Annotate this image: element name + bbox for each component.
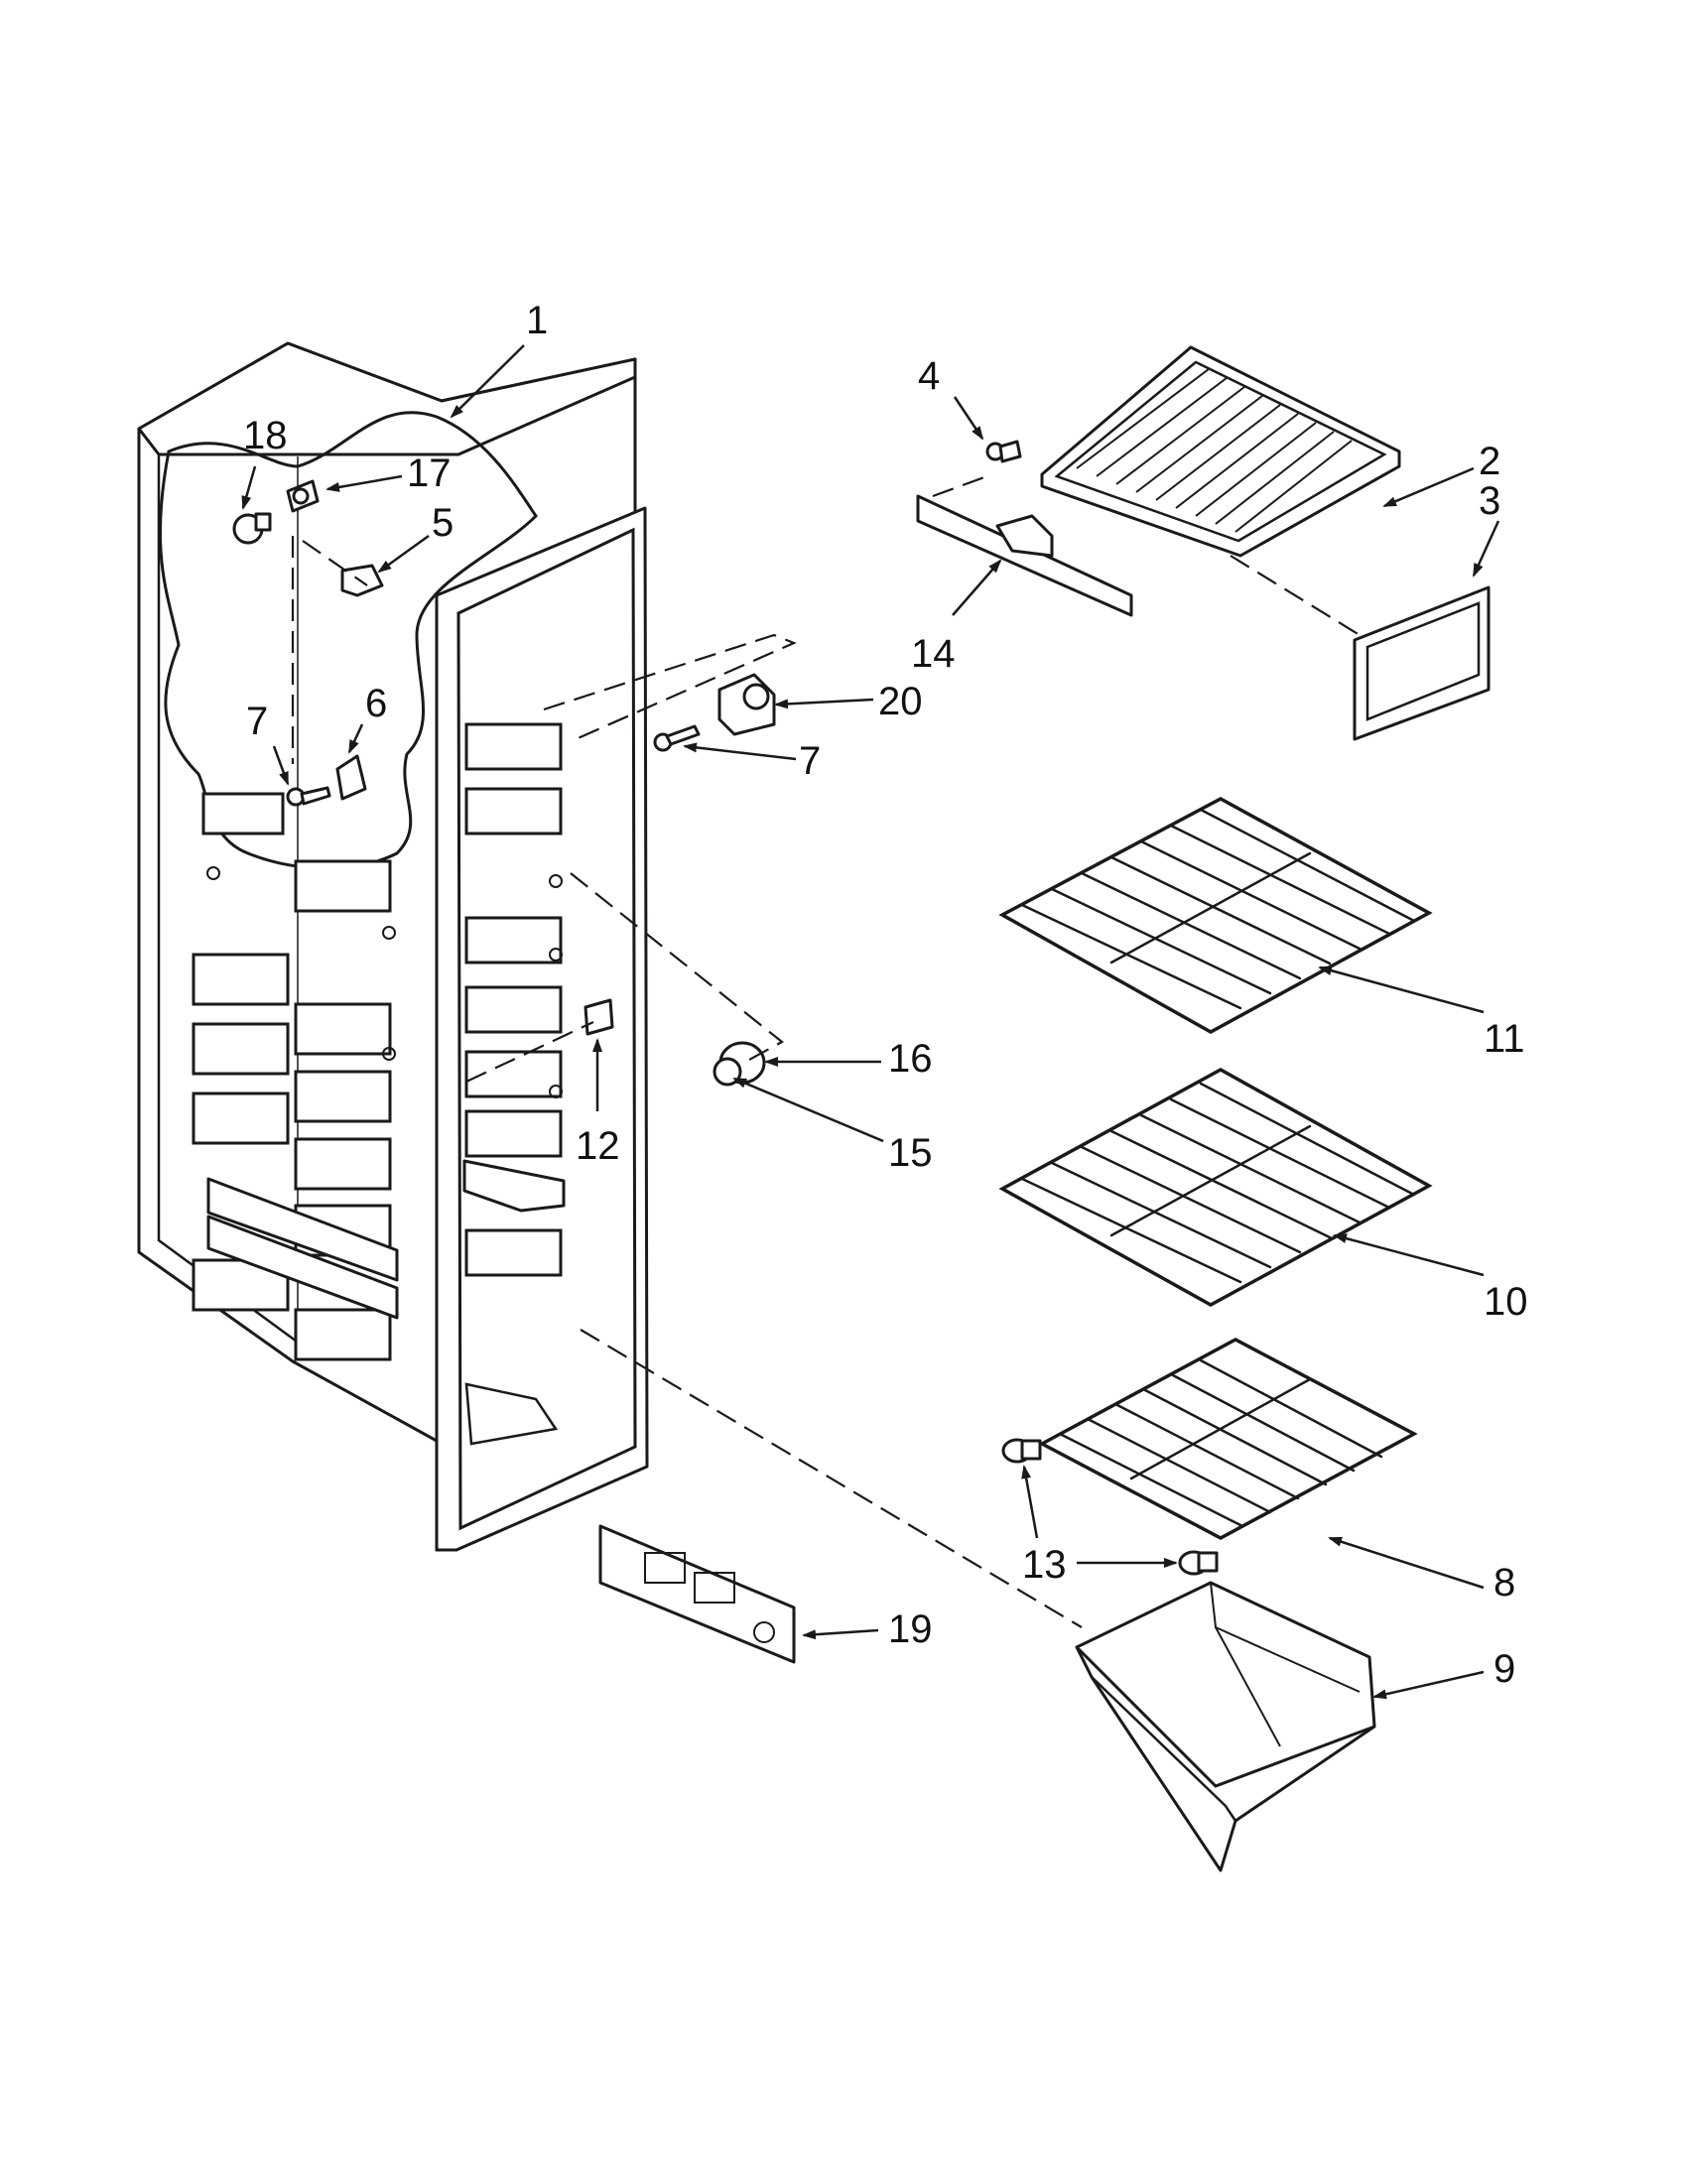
callout-labels: 1 2 3 4 5 6 7 7 8 9 10 11 12 13 14 15 16… <box>243 299 1528 1691</box>
top-wire-tray <box>1040 345 1401 558</box>
shelf-rail <box>916 494 1133 617</box>
callout-6: 6 <box>365 682 387 725</box>
screw-7-right <box>653 724 701 752</box>
leader-lines <box>241 344 1500 1700</box>
callout-1: 1 <box>526 299 548 342</box>
callout-10: 10 <box>1484 1280 1528 1324</box>
callout-17: 17 <box>407 451 452 495</box>
clip-12 <box>584 998 614 1036</box>
side-wall-slots <box>192 792 399 1361</box>
bottom-track <box>598 1524 796 1664</box>
callout-20: 20 <box>878 680 923 723</box>
sensor-housing <box>717 673 776 736</box>
shelf-clip-upper <box>1001 1438 1042 1464</box>
freezer-bin <box>1075 1581 1376 1872</box>
wire-shelf-11 <box>998 797 1433 1035</box>
callout-7-left: 7 <box>246 700 268 743</box>
callout-5: 5 <box>432 501 454 545</box>
callout-4: 4 <box>918 354 940 398</box>
freezer-liner <box>137 341 649 1552</box>
callout-8: 8 <box>1493 1561 1515 1605</box>
callout-19: 19 <box>888 1607 933 1651</box>
bracket-6 <box>335 754 367 801</box>
callout-12: 12 <box>576 1124 620 1168</box>
callout-7-right: 7 <box>799 739 821 783</box>
wire-shelf-8 <box>1038 1338 1418 1540</box>
callout-18: 18 <box>243 414 288 457</box>
alignment-lines <box>291 472 1361 1628</box>
bracket-5 <box>340 564 384 597</box>
callout-9: 9 <box>1493 1647 1515 1691</box>
wire-shelf-10 <box>998 1068 1433 1307</box>
tray-front-panel <box>1353 585 1491 741</box>
callout-15: 15 <box>888 1131 933 1175</box>
callout-13: 13 <box>1022 1543 1067 1587</box>
callout-3: 3 <box>1479 479 1500 523</box>
screw-7-left <box>286 786 331 807</box>
callout-2: 2 <box>1479 440 1500 483</box>
screw-4 <box>985 440 1022 463</box>
shelf-support <box>713 1041 766 1087</box>
callout-11: 11 <box>1484 1017 1525 1061</box>
shelf-clip-lower <box>1178 1550 1219 1576</box>
light-socket <box>286 479 320 513</box>
light-bulb <box>232 512 272 545</box>
callout-14: 14 <box>911 632 956 676</box>
callout-16: 16 <box>888 1037 933 1081</box>
